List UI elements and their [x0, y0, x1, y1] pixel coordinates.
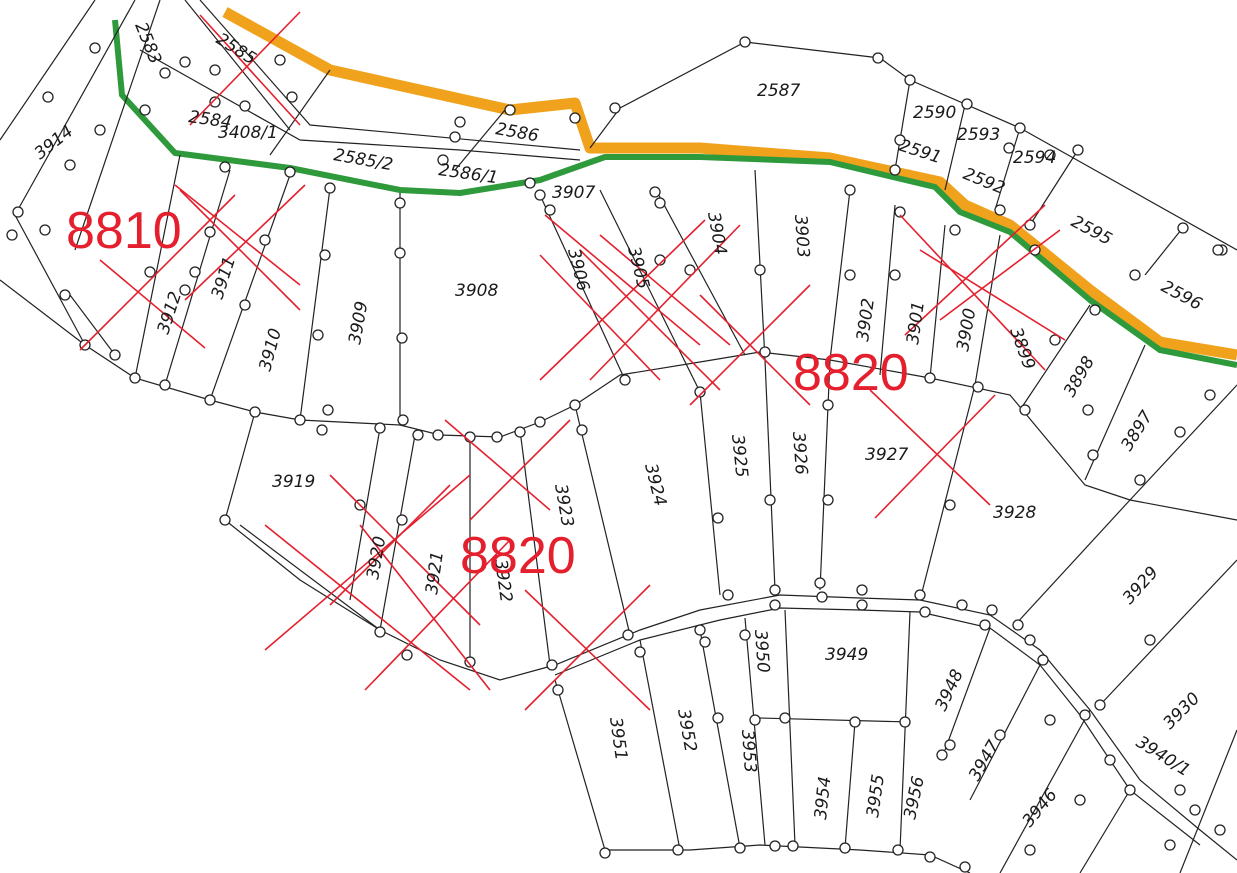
- parcel-label: 2585/2: [332, 145, 394, 175]
- parcel-label: 3899: [1005, 325, 1039, 372]
- parcel-label: 3408/1: [218, 123, 278, 143]
- parcel-label: 3904: [703, 210, 730, 256]
- parcel-label: 3897: [1117, 407, 1157, 454]
- parcel-label: 3911: [208, 254, 240, 301]
- parcel-label: 2596: [1158, 277, 1206, 315]
- parcel-label: 2592: [960, 164, 1008, 199]
- parcel-label: 2583: [130, 19, 165, 67]
- zone-labels: 8810 8820 8820: [66, 202, 909, 585]
- parcel-label: 3924: [640, 461, 670, 508]
- parcel-label: 3900: [953, 307, 980, 353]
- parcel-label: 3954: [811, 775, 835, 820]
- parcel-label: 3956: [900, 774, 929, 821]
- parcel-label: 3925: [727, 433, 751, 478]
- parcel-label: 3908: [455, 281, 498, 301]
- cancellation-marks: [79, 11, 1066, 711]
- parcel-label: 3952: [673, 707, 700, 753]
- parcel-label: 3907: [552, 183, 595, 203]
- parcel-label: 3928: [993, 503, 1036, 523]
- parcel-label: 2593: [957, 125, 1000, 145]
- parcel-label: 3902: [853, 297, 879, 343]
- parcel-label: 2587: [757, 81, 800, 101]
- parcel-label: 3953: [737, 729, 760, 774]
- zone-label: 8820: [793, 344, 909, 402]
- parcel-label: 3951: [605, 716, 631, 762]
- parcel-label: 3898: [1060, 353, 1099, 401]
- green-boundary: [112, 19, 1237, 368]
- parcel-label: 3949: [825, 645, 868, 665]
- parcel-label: 3955: [863, 773, 889, 819]
- parcel-label: 3901: [903, 300, 929, 346]
- parcel-label: 3927: [865, 445, 908, 465]
- parcel-label: 3906: [563, 246, 593, 293]
- parcel-label: 3947: [965, 737, 1004, 785]
- parcel-label: 2590: [913, 103, 956, 123]
- parcel-label: 3909: [345, 300, 372, 346]
- parcel-label: 3948: [931, 666, 967, 714]
- parcel-label: 3920: [363, 535, 390, 581]
- parcel-label: 2591: [896, 136, 943, 168]
- parcel-label: 3926: [788, 431, 811, 476]
- parcel-label: 2586/1: [437, 160, 499, 188]
- survey-points: [6, 36, 1228, 873]
- parcel-label: 3919: [272, 472, 315, 492]
- zone-label: 8820: [460, 527, 576, 585]
- parcel-labels: 2583 2585 2584 3408/1 2585/2 2586 2586/1…: [31, 19, 1206, 831]
- parcel-label: 3946: [1019, 785, 1062, 831]
- parcel-label: 3940/1: [1132, 732, 1193, 781]
- parcel-label: 3950: [750, 629, 773, 674]
- parcel-label: 3914: [31, 122, 77, 164]
- parcel-label: 2594: [1013, 148, 1056, 168]
- parcel-label: 3923: [550, 482, 577, 528]
- zone-label: 8810: [66, 202, 182, 260]
- parcel-label: 3929: [1119, 563, 1163, 609]
- parcel-label: 3930: [1159, 689, 1204, 734]
- parcel-label: 2595: [1068, 212, 1116, 250]
- parcel-label: 3903: [790, 214, 813, 259]
- parcel-label: 3910: [256, 326, 287, 373]
